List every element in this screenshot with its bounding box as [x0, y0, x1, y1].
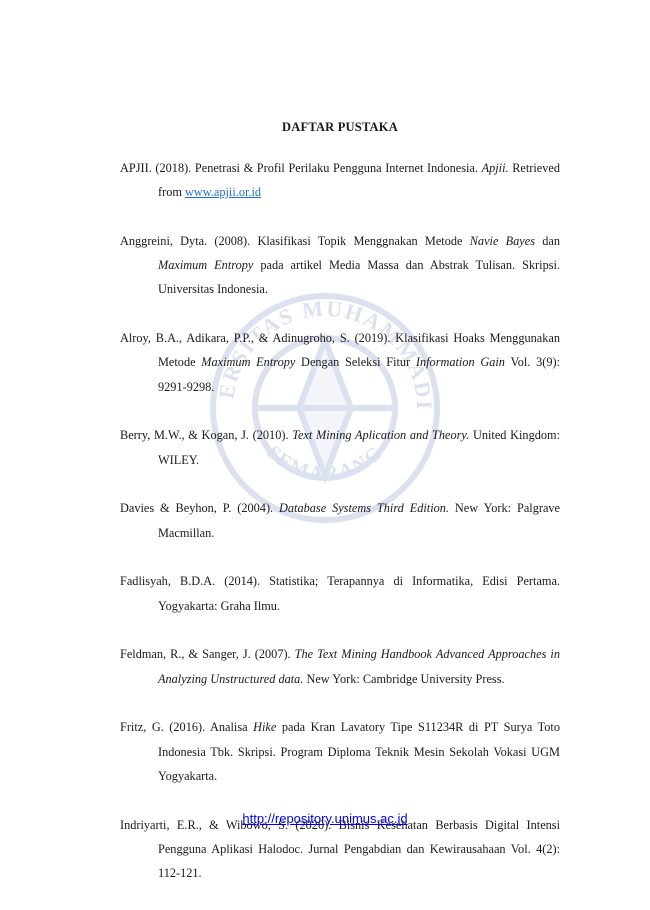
reference-italic-text: Apjii.: [481, 161, 509, 175]
reference-italic-text: The Text Mining Handbook Advanced Approa…: [158, 647, 560, 686]
page-title: DAFTAR PUSTAKA: [282, 120, 398, 134]
reference-text: New York: Palgrave Macmillan.: [158, 501, 561, 540]
reference-text: Davies & Beyhon, P. (2004).: [120, 501, 280, 516]
reference-italic-text: Navie Bayes: [469, 234, 535, 248]
reference-entry: Fritz, G. (2016). Analisa Hike pada Kran…: [120, 715, 560, 788]
reference-entry: Davies & Beyhon, P. (2004). Database Sys…: [120, 496, 560, 544]
reference-entry: Fadlisyah, B.D.A. (2014). Statistika; Te…: [120, 569, 560, 617]
reference-text: Alroy, B.A., Adikara, P.P., & Adinugroho…: [120, 331, 560, 370]
reference-italic-text: Database Systems Third Edition.: [279, 501, 450, 516]
reference-italic-text: Information Gain: [415, 355, 505, 370]
reference-text: Berry, M.W., & Kogan, J. (2010).: [120, 428, 293, 443]
reference-text: United Kingdom: WILEY.: [158, 428, 560, 467]
reference-text: New York: Cambridge University Press.: [303, 671, 505, 686]
reference-text: Fadlisyah, B.D.A. (2014). Statistika; Te…: [120, 574, 560, 613]
reference-text: Fritz, G. (2016). Analisa: [120, 720, 254, 735]
reference-entry: Feldman, R., & Sanger, J. (2007). The Te…: [120, 642, 560, 690]
reference-text: Anggreini, Dyta. (2008). Klasifikasi Top…: [120, 234, 470, 248]
footer: http://repository.unimus.ac.id: [0, 811, 650, 826]
reference-italic-text: Maximum Entropy: [158, 258, 254, 273]
document-page: UNIVERSITAS MUHAMMADIYAH SEMARANG DAFTAR…: [0, 120, 650, 880]
reference-entry: Alroy, B.A., Adikara, P.P., & Adinugroho…: [120, 326, 560, 399]
reference-text: pada Kran Lavatory Tipe S11234R di PT Su…: [158, 720, 560, 783]
reference-text: pada artikel Media Massa dan Abstrak Tul…: [158, 258, 560, 297]
reference-italic-text: Maximum Entropy: [201, 355, 296, 370]
reference-italic-text: Hike: [253, 720, 277, 735]
reference-text: Feldman, R., & Sanger, J. (2007).: [120, 647, 295, 662]
reference-entry: Berry, M.W., & Kogan, J. (2010). Text Mi…: [120, 423, 560, 471]
reference-italic-text: Text Mining Aplication and Theory.: [292, 428, 470, 443]
repository-link[interactable]: http://repository.unimus.ac.id: [242, 811, 408, 826]
reference-text: Retrieved from: [158, 161, 560, 200]
reference-entry: Anggreini, Dyta. (2008). Klasifikasi Top…: [120, 229, 560, 302]
reference-text: Indriyarti, E.R., & Wibowo, S. (2020). B…: [120, 817, 560, 881]
reference-link[interactable]: www.apjii.or.id: [184, 185, 262, 200]
reference-text: APJII. (2018). Penetrasi & Profil Perila…: [120, 161, 482, 175]
reference-text: Vol. 3(9): 9291-9298.: [158, 355, 560, 394]
reference-text: Dengan Seleksi Fitur: [295, 355, 416, 370]
reference-list: APJII. (2018). Penetrasi & Profil Perila…: [120, 156, 560, 910]
reference-entry: APJII. (2018). Penetrasi & Profil Perila…: [120, 156, 560, 204]
reference-text: dan: [535, 234, 560, 248]
